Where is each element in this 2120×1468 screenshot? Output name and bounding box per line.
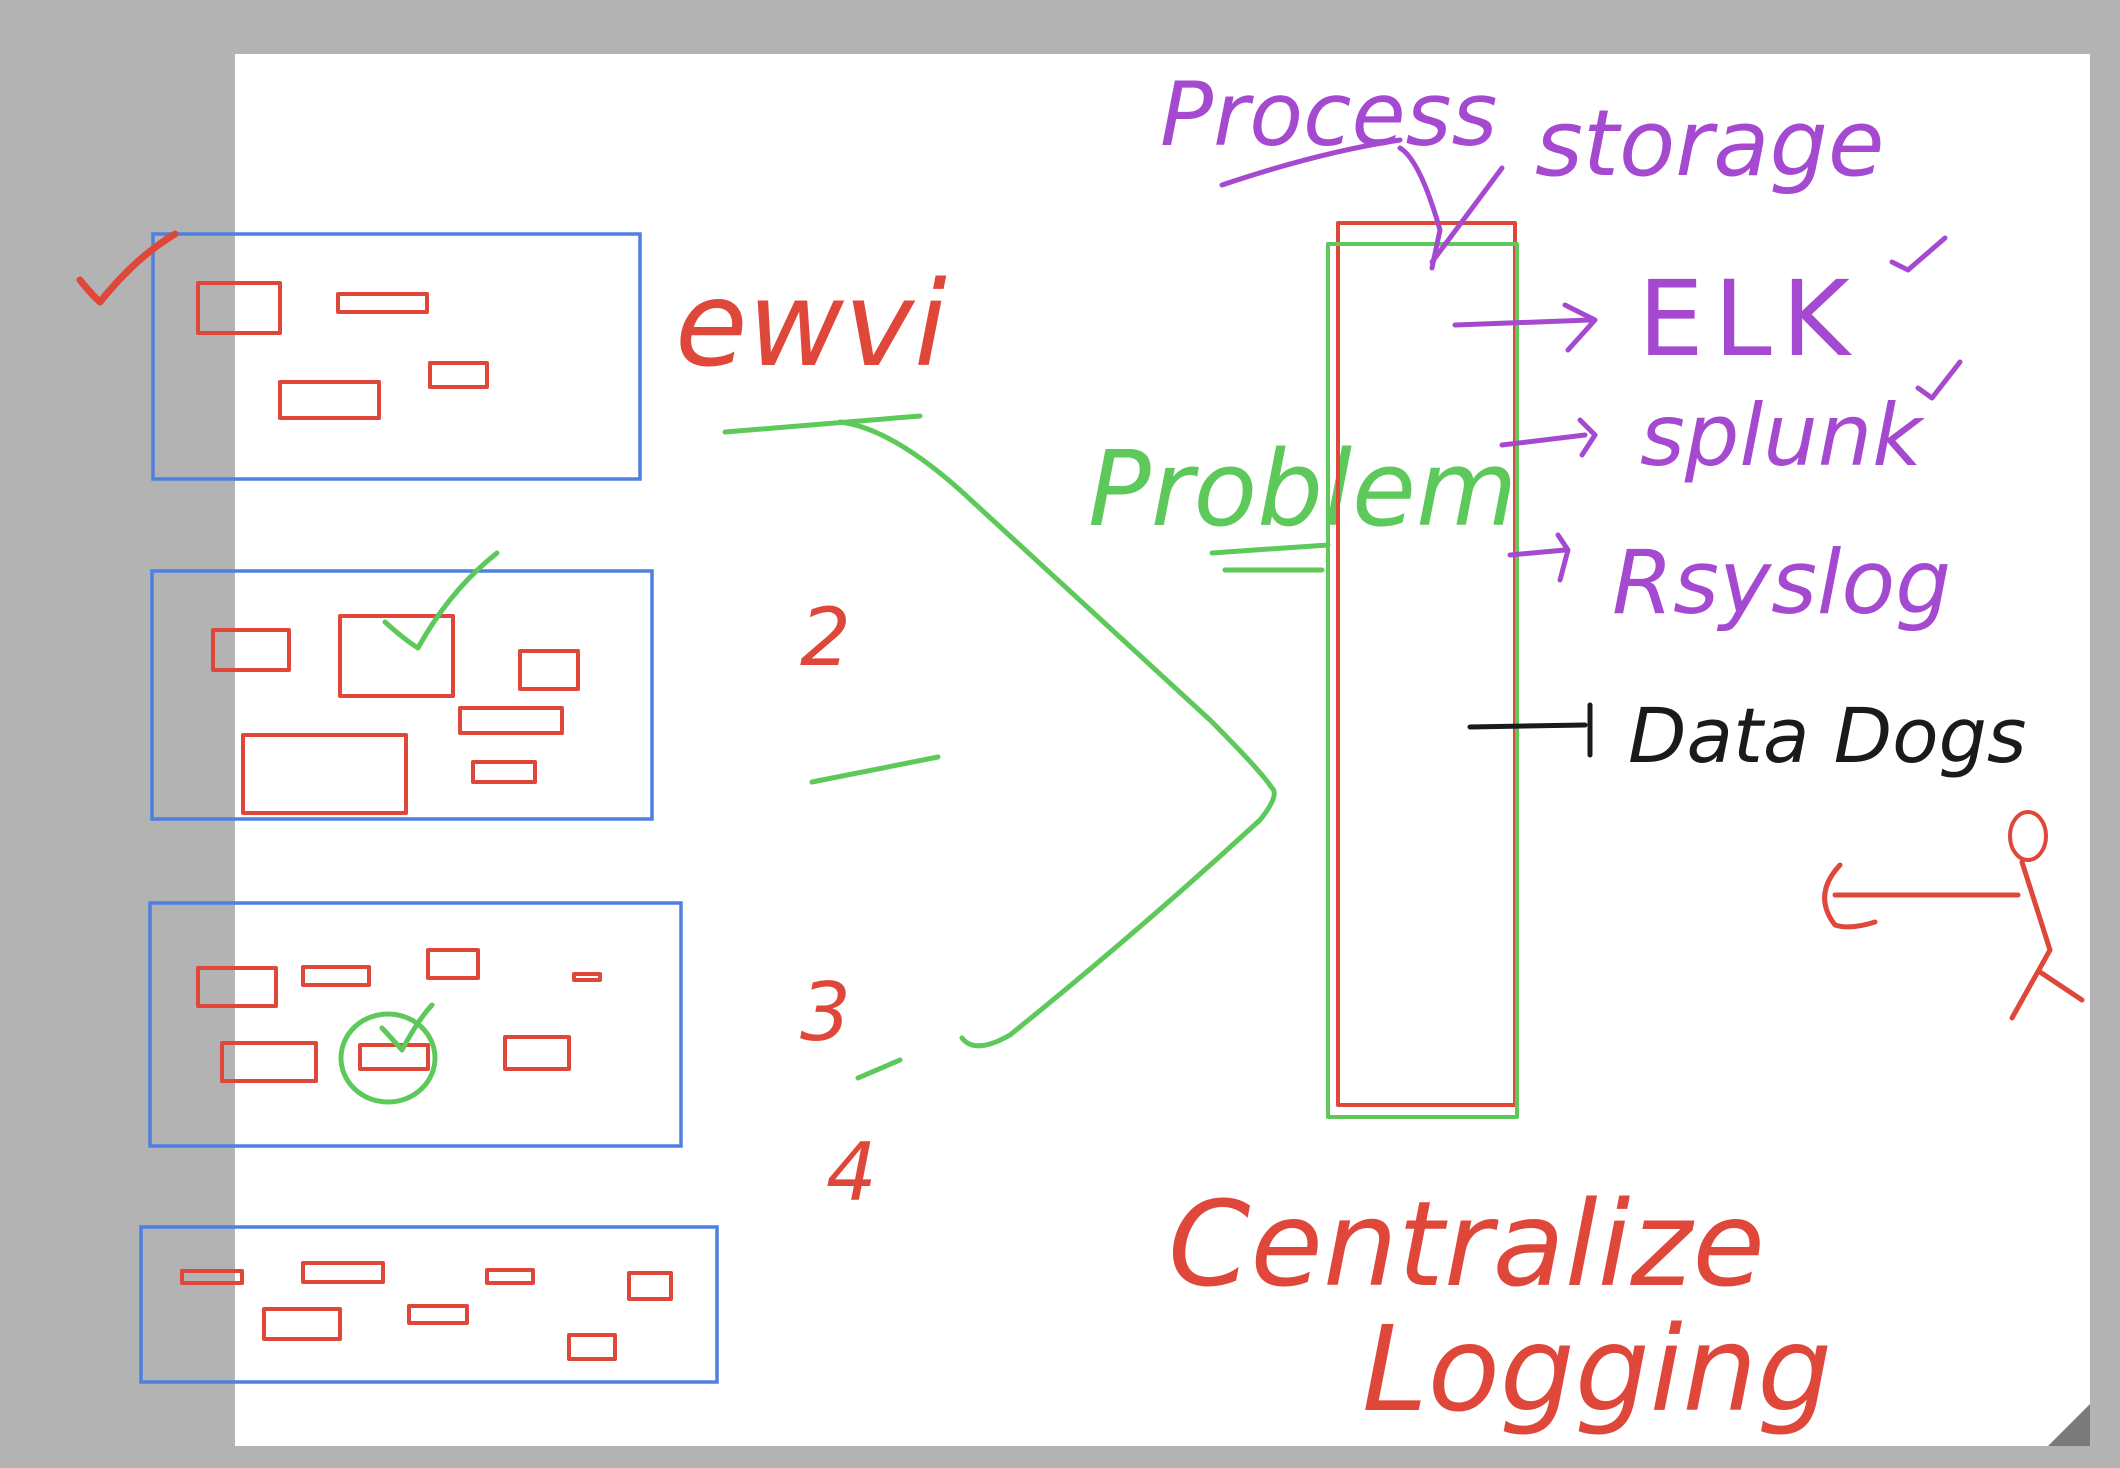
process-label: Process [1160, 63, 1497, 166]
tool-splunk: splunk [1640, 386, 1925, 486]
server-box-4[interactable] [139, 1225, 719, 1384]
underline-3 [855, 1057, 903, 1081]
env-label: ewvi [675, 255, 947, 393]
server-box-2[interactable] [150, 569, 654, 821]
number-3: 3 [800, 966, 851, 1059]
storage-label: storage [1535, 90, 1885, 197]
logging-label: Logging [1362, 1300, 1832, 1438]
server-box-3[interactable] [148, 901, 683, 1148]
checkmark-icon [382, 550, 500, 651]
arrow-splunk [1499, 417, 1598, 458]
storage-pointer [1429, 165, 1505, 265]
arrow-rsyslog [1507, 532, 1571, 583]
centralize-label: Centralize [1168, 1175, 1765, 1313]
arrow-elk [1452, 302, 1598, 353]
funnel-arrow [837, 419, 1277, 1049]
arrow-datadogs [1467, 702, 1593, 758]
checkmark-icon [1889, 235, 1948, 273]
stick-figure-icon [1822, 810, 2085, 1021]
tool-datadogs: Data Dogs [1628, 691, 2026, 780]
whiteboard-canvas[interactable] [235, 54, 2090, 1446]
process-underline [1219, 137, 1403, 188]
number-4: 4 [826, 1126, 877, 1219]
checkmark-icon [76, 230, 179, 306]
resize-grip-icon[interactable] [2048, 1404, 2090, 1446]
number-2: 2 [800, 591, 851, 684]
problem-label: Problem [1088, 428, 1517, 550]
problem-arrow [1209, 542, 1331, 556]
central-log-storage[interactable] [1326, 221, 1519, 1119]
underline-1 [722, 413, 923, 435]
underline-2 [809, 754, 941, 785]
server-box-1[interactable] [151, 232, 642, 481]
tool-rsyslog: Rsyslog [1612, 531, 1951, 634]
tool-elk: ELK [1638, 258, 1860, 380]
checkmark-icon [1915, 359, 1963, 401]
checkmark-icon [379, 1002, 435, 1053]
